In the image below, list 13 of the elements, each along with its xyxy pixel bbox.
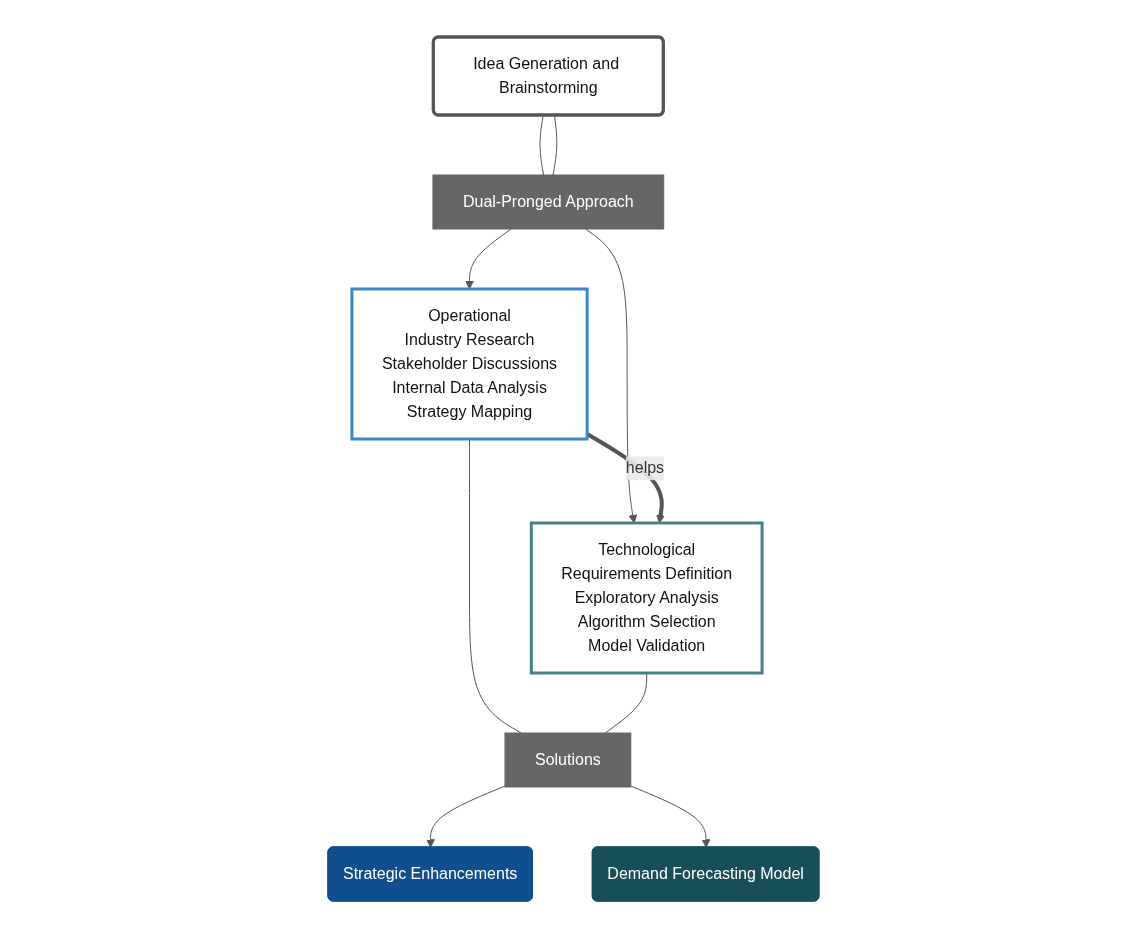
- arrow: [464, 228, 512, 289]
- connector: [552, 114, 557, 175]
- node-box: Technological Requirements Definition Exploratory Analysis Algorithm Selection Model Validation: [529, 521, 764, 674]
- connector: [604, 672, 647, 733]
- node-box: Dual-Pronged Approach: [432, 174, 664, 229]
- connector: [468, 438, 522, 733]
- edge-label: helps: [625, 458, 664, 476]
- arrow: [629, 785, 710, 848]
- arrow: [584, 228, 637, 523]
- connector: [539, 114, 544, 175]
- node-box: Operational Industry Research Stakeholder Discussions Internal Data Analysis Strategy Mapping: [350, 287, 589, 440]
- arrow: [425, 785, 506, 848]
- node-box: Solutions: [504, 732, 631, 787]
